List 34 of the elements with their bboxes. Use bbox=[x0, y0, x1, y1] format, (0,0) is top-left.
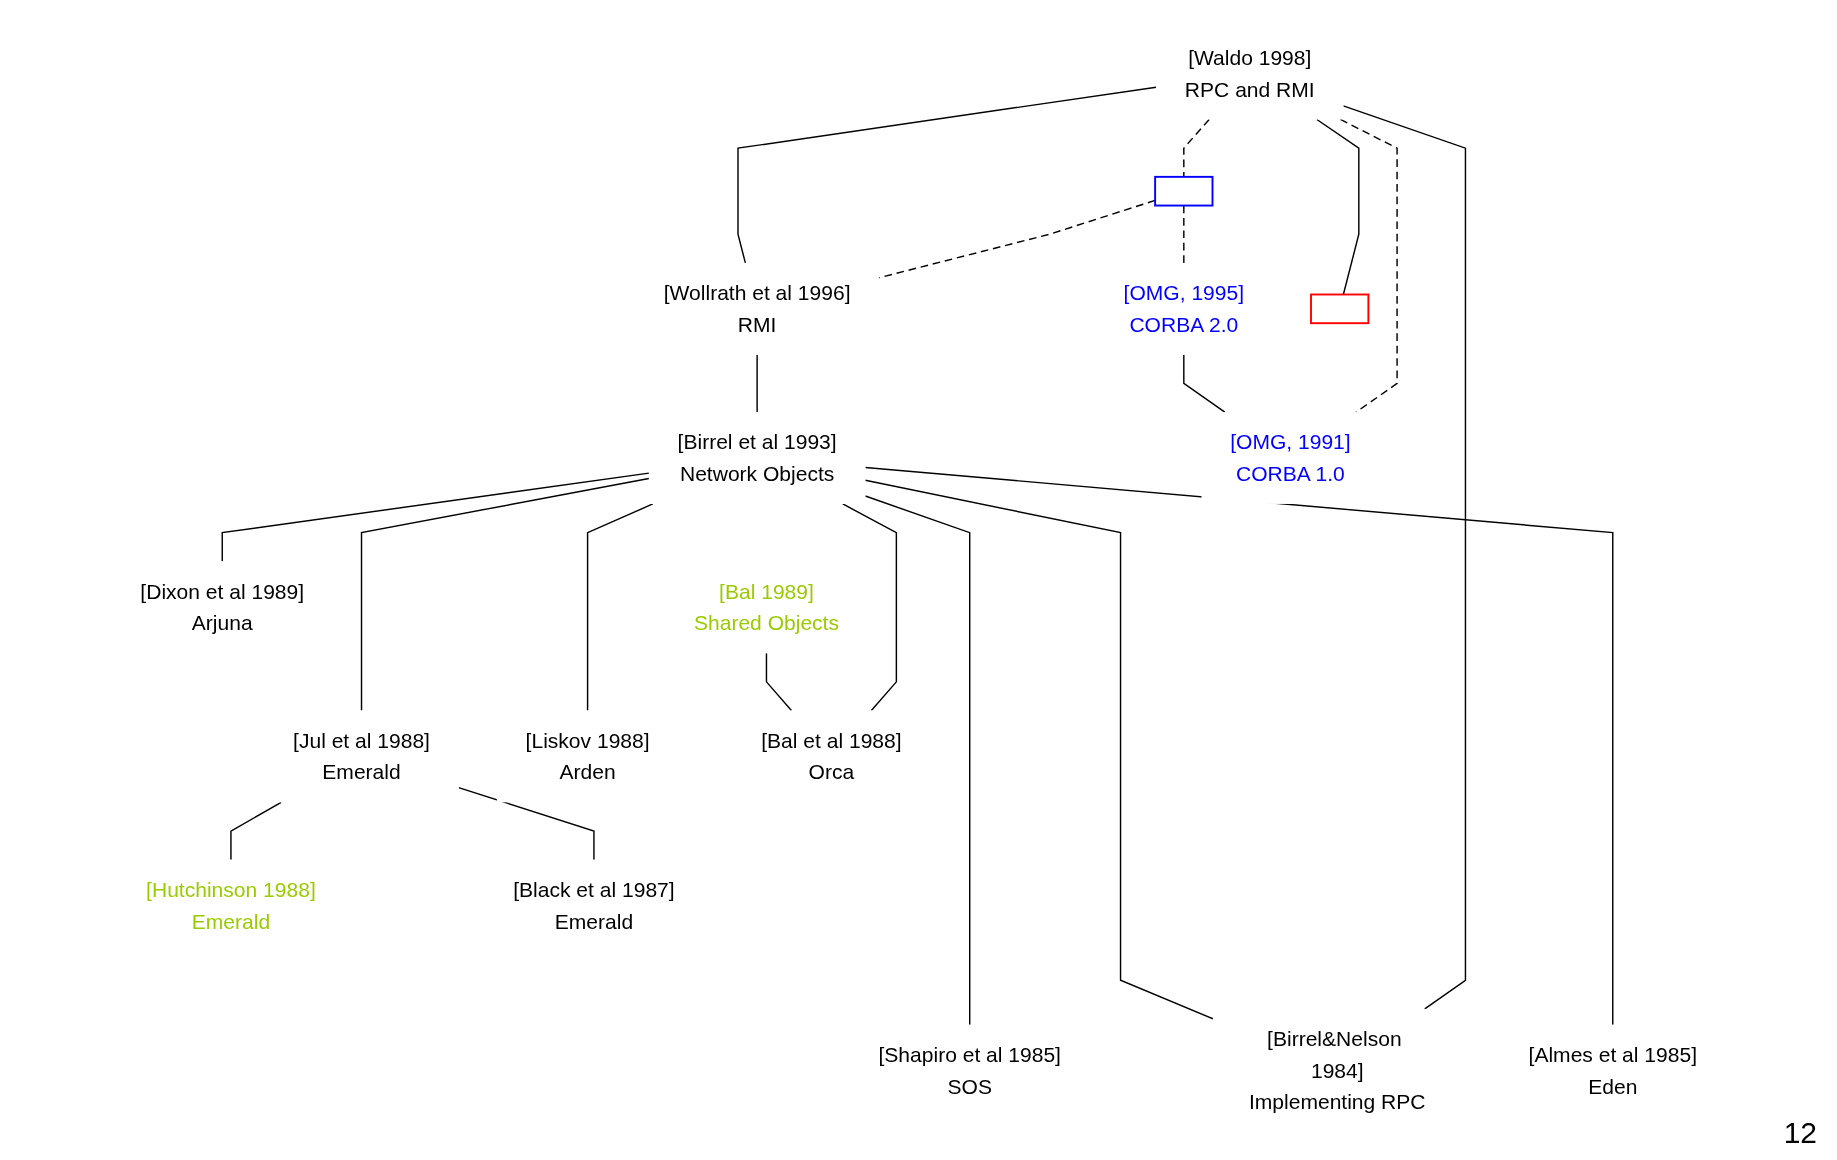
connector bbox=[864, 466, 1614, 1026]
connector bbox=[586, 503, 654, 712]
connector bbox=[457, 786, 595, 861]
connector bbox=[221, 472, 650, 563]
node-text: [Jul et al 1988] Emerald bbox=[292, 728, 430, 785]
connector bbox=[230, 801, 282, 861]
node-box bbox=[1309, 293, 1370, 325]
node-text: [Bal et al 1988] Orca bbox=[761, 728, 902, 785]
node-text: [Liskov 1988] Arden bbox=[525, 728, 650, 785]
connector bbox=[841, 503, 897, 712]
node-text: [Dixon et al 1989] Arjuna bbox=[140, 579, 304, 635]
page-number: 12 bbox=[1783, 1116, 1817, 1149]
connector bbox=[864, 479, 1214, 1020]
connector bbox=[737, 86, 1157, 264]
node-text: [Almes et al 1985] Eden bbox=[1528, 1042, 1697, 1099]
connector bbox=[864, 495, 971, 1026]
connector bbox=[765, 652, 792, 712]
node-text: [OMG, 1995] CORBA 2.0 bbox=[1123, 281, 1244, 337]
node-text: [Hutchinson 1988] Emerald bbox=[145, 877, 316, 934]
node-text: [Birrel&Nelson 1984] Implementing RPC bbox=[1248, 1027, 1426, 1115]
node-text: [Shapiro et al 1985] SOS bbox=[878, 1042, 1061, 1099]
node-text: [Birrel et al 1993] Network Objects bbox=[677, 430, 837, 486]
connector bbox=[1342, 105, 1466, 1010]
node-text: [Black et al 1987] Emerald bbox=[513, 877, 675, 934]
node-box bbox=[1154, 175, 1214, 207]
connector bbox=[360, 477, 650, 712]
connector bbox=[1316, 118, 1360, 296]
connector bbox=[1182, 354, 1226, 413]
node-text: [Waldo 1998] RPC and RMI bbox=[1184, 45, 1315, 102]
node-text: [Wollrath et al 1996] RMI bbox=[663, 281, 851, 337]
connector bbox=[1182, 118, 1210, 178]
connector bbox=[756, 354, 758, 413]
connector bbox=[1182, 204, 1185, 264]
node-text: [Bal 1989] Shared Objects bbox=[693, 579, 839, 635]
